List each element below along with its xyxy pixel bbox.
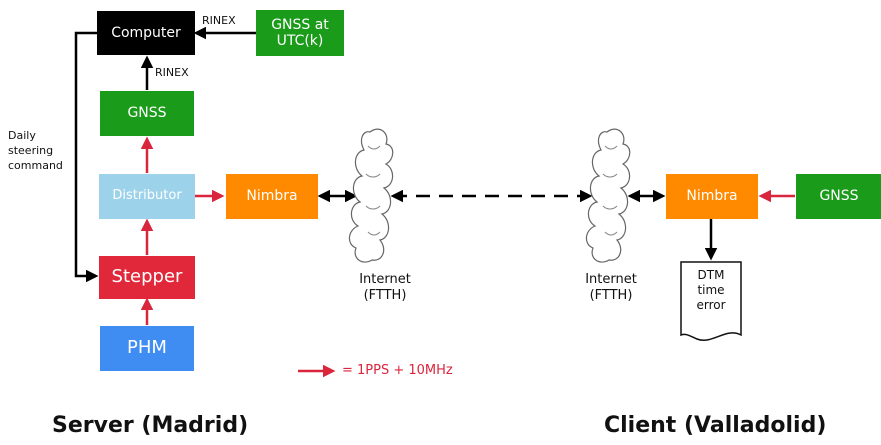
steering-command-line	[74, 31, 99, 283]
gnss-utc-label-line2: UTC(k)	[276, 33, 324, 49]
gnss-utc-label-line1: GNSS at	[271, 16, 329, 33]
distributor-label: Distributor	[112, 188, 182, 204]
server-nimbra-box: Nimbra	[226, 174, 318, 219]
internet-right-line2: (FTTH)	[589, 288, 633, 304]
client-site-label: Client (Valladolid)	[604, 413, 827, 438]
stepper-label: Stepper	[111, 266, 183, 288]
internet-right-line1: Internet	[585, 272, 637, 287]
internet-left-line1: Internet	[359, 272, 411, 287]
dtm-line3: error	[696, 298, 726, 312]
phm-box: PHM	[100, 326, 194, 371]
document-icon	[680, 261, 742, 341]
daily-steering-label: Daily steering command	[8, 129, 63, 174]
internet-label-left: Internet (FTTH)	[345, 272, 425, 305]
computer-box: Computer	[97, 11, 195, 55]
distributor-box: Distributor	[99, 174, 195, 219]
daily-steering-line1: Daily	[8, 129, 36, 142]
cloud-icon	[348, 128, 394, 263]
gnss-utc-box: GNSS at UTC(k)	[256, 10, 344, 56]
client-nimbra-label: Nimbra	[686, 188, 738, 205]
daily-steering-line3: command	[8, 158, 63, 172]
client-gnss-label: GNSS	[819, 188, 859, 205]
internet-label-right: Internet (FTTH)	[571, 272, 651, 305]
dtm-doc-text: DTM time error	[689, 268, 733, 313]
dtm-line2: time	[697, 283, 725, 297]
client-gnss-box: GNSS	[796, 174, 881, 219]
legend-label: = 1PPS + 10MHz	[342, 363, 453, 378]
client-nimbra-box: Nimbra	[666, 174, 758, 219]
server-gnss-label: GNSS	[127, 105, 167, 122]
stepper-box: Stepper	[99, 256, 195, 299]
phm-label: PHM	[127, 337, 167, 359]
dtm-line1: DTM	[697, 268, 725, 282]
server-site-label: Server (Madrid)	[52, 413, 249, 438]
rinex-label-top: RINEX	[202, 14, 236, 27]
server-nimbra-label: Nimbra	[246, 188, 298, 205]
rinex-label-mid: RINEX	[155, 66, 189, 79]
server-gnss-box: GNSS	[100, 91, 194, 136]
internet-left-line2: (FTTH)	[363, 288, 407, 304]
computer-label: Computer	[111, 24, 181, 41]
cloud-icon	[585, 128, 631, 263]
daily-steering-line2: steering	[8, 143, 54, 157]
